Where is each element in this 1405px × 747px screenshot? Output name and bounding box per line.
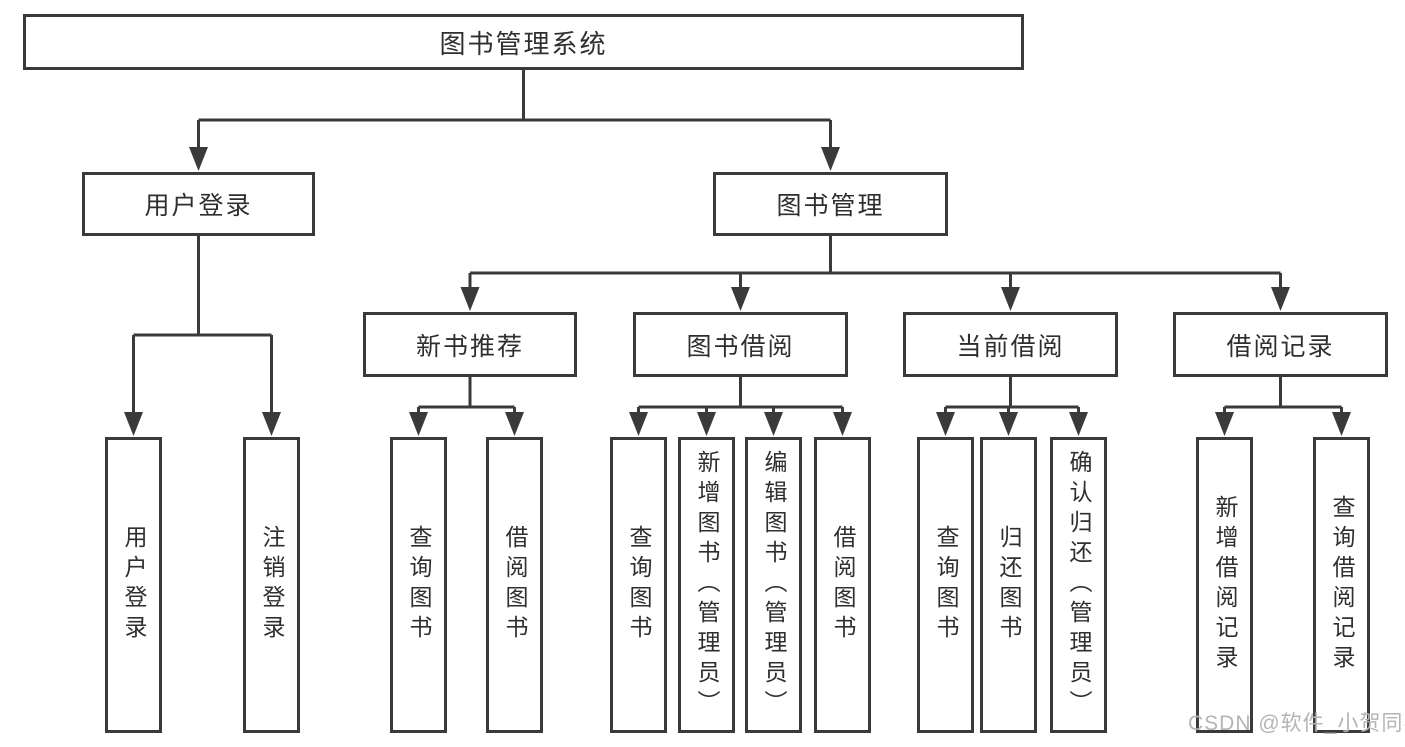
node-root-system: 图书管理系统 — [23, 14, 1024, 70]
node-new-books: 新书推荐 — [363, 312, 577, 377]
arrowheads — [124, 147, 1351, 436]
leaf-borrowing-query: 查询图书 — [610, 437, 667, 733]
node-book-management: 图书管理 — [713, 172, 948, 236]
leaf-current-query: 查询图书 — [917, 437, 974, 733]
leaf-borrowing-edit-admin: 编辑图书（管理员） — [745, 437, 802, 733]
leaf-current-return: 归还图书 — [980, 437, 1037, 733]
node-book-borrowing: 图书借阅 — [633, 312, 848, 377]
node-current-borrowing: 当前借阅 — [903, 312, 1118, 377]
leaf-records-add: 新增借阅记录 — [1196, 437, 1253, 733]
node-user-login: 用户登录 — [82, 172, 315, 236]
leaf-logout: 注销登录 — [243, 437, 300, 733]
leaf-newbooks-query: 查询图书 — [390, 437, 447, 733]
leaf-current-confirm-return-admin: 确认归还（管理员） — [1050, 437, 1107, 733]
leaf-borrowing-add-admin: 新增图书（管理员） — [678, 437, 735, 733]
leaf-borrowing-borrow: 借阅图书 — [814, 437, 871, 733]
leaf-records-query: 查询借阅记录 — [1313, 437, 1370, 733]
leaf-newbooks-borrow: 借阅图书 — [486, 437, 543, 733]
leaf-user-login: 用户登录 — [105, 437, 162, 733]
node-borrowing-records: 借阅记录 — [1173, 312, 1388, 377]
csdn-watermark: CSDN @软件_小贺同学 — [1188, 712, 1405, 735]
connector-paths — [132, 70, 1343, 416]
